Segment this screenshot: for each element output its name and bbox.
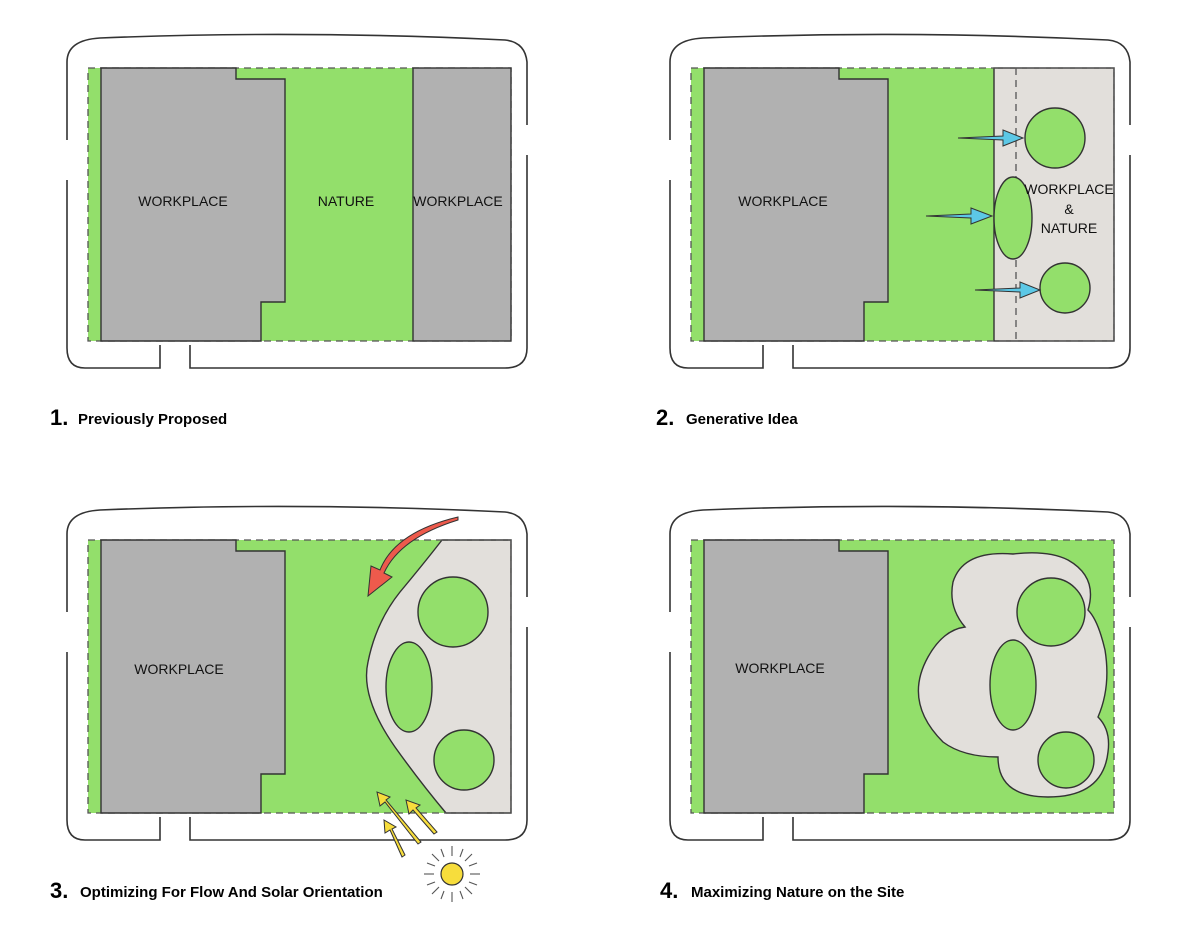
panel-2: WORKPLACE WORKPLACE & NATURE 2. Generati… (656, 33, 1131, 430)
label-workplace: WORKPLACE (134, 661, 223, 677)
panel-4: WORKPLACE 4. Maximizing Nature on the Si… (660, 505, 1131, 903)
sunray-arrow-icon (405, 799, 438, 835)
label-nature: NATURE (1041, 220, 1098, 236)
caption-text: Generative Idea (686, 411, 798, 428)
label-workplace: WORKPLACE (735, 660, 824, 676)
sunray-arrow-icon (383, 819, 406, 858)
workplace-building (703, 67, 889, 342)
panel-1: WORKPLACE NATURE WORKPLACE 1. Previously… (50, 33, 528, 430)
label-workplace: WORKPLACE (738, 193, 827, 209)
nature-courtyard-bottom (1039, 262, 1091, 314)
workplace-building-left (100, 67, 286, 342)
nature-courtyard-middle (993, 176, 1033, 260)
caption-number: 4. (660, 878, 678, 903)
label-workplace: WORKPLACE (413, 193, 502, 209)
workplace-building (100, 539, 286, 814)
curved-arrow-icon (367, 516, 459, 598)
label-nature: NATURE (318, 193, 375, 209)
caption-number: 3. (50, 878, 68, 903)
caption-text: Previously Proposed (78, 411, 227, 428)
label-workplace: WORKPLACE (138, 193, 227, 209)
label-ampersand: & (1064, 201, 1074, 217)
workplace-building (703, 539, 889, 814)
caption-number: 2. (656, 405, 674, 430)
arrow-icon (957, 129, 1025, 147)
arrow-icon (974, 281, 1042, 299)
nature-courtyard-bottom (1037, 731, 1095, 789)
workplace-building-right (412, 67, 512, 342)
nature-courtyard-middle (989, 639, 1037, 731)
arrow-icon (925, 207, 994, 225)
sunray-arrow-icon (376, 791, 422, 845)
caption-number: 1. (50, 405, 68, 430)
panel-3: WORKPLACE 3. Optimizing For Flow And Sol… (50, 505, 528, 903)
sun-icon (424, 846, 480, 902)
caption-text: Optimizing For Flow And Solar Orientatio… (80, 884, 383, 901)
caption-text: Maximizing Nature on the Site (691, 884, 904, 901)
nature-courtyard-bottom (433, 729, 495, 791)
label-workplace: WORKPLACE (1024, 181, 1113, 197)
nature-courtyard-top (1016, 577, 1086, 647)
nature-courtyard-middle (385, 641, 433, 733)
nature-courtyard-top (1024, 107, 1086, 169)
nature-courtyard-top (417, 576, 489, 648)
